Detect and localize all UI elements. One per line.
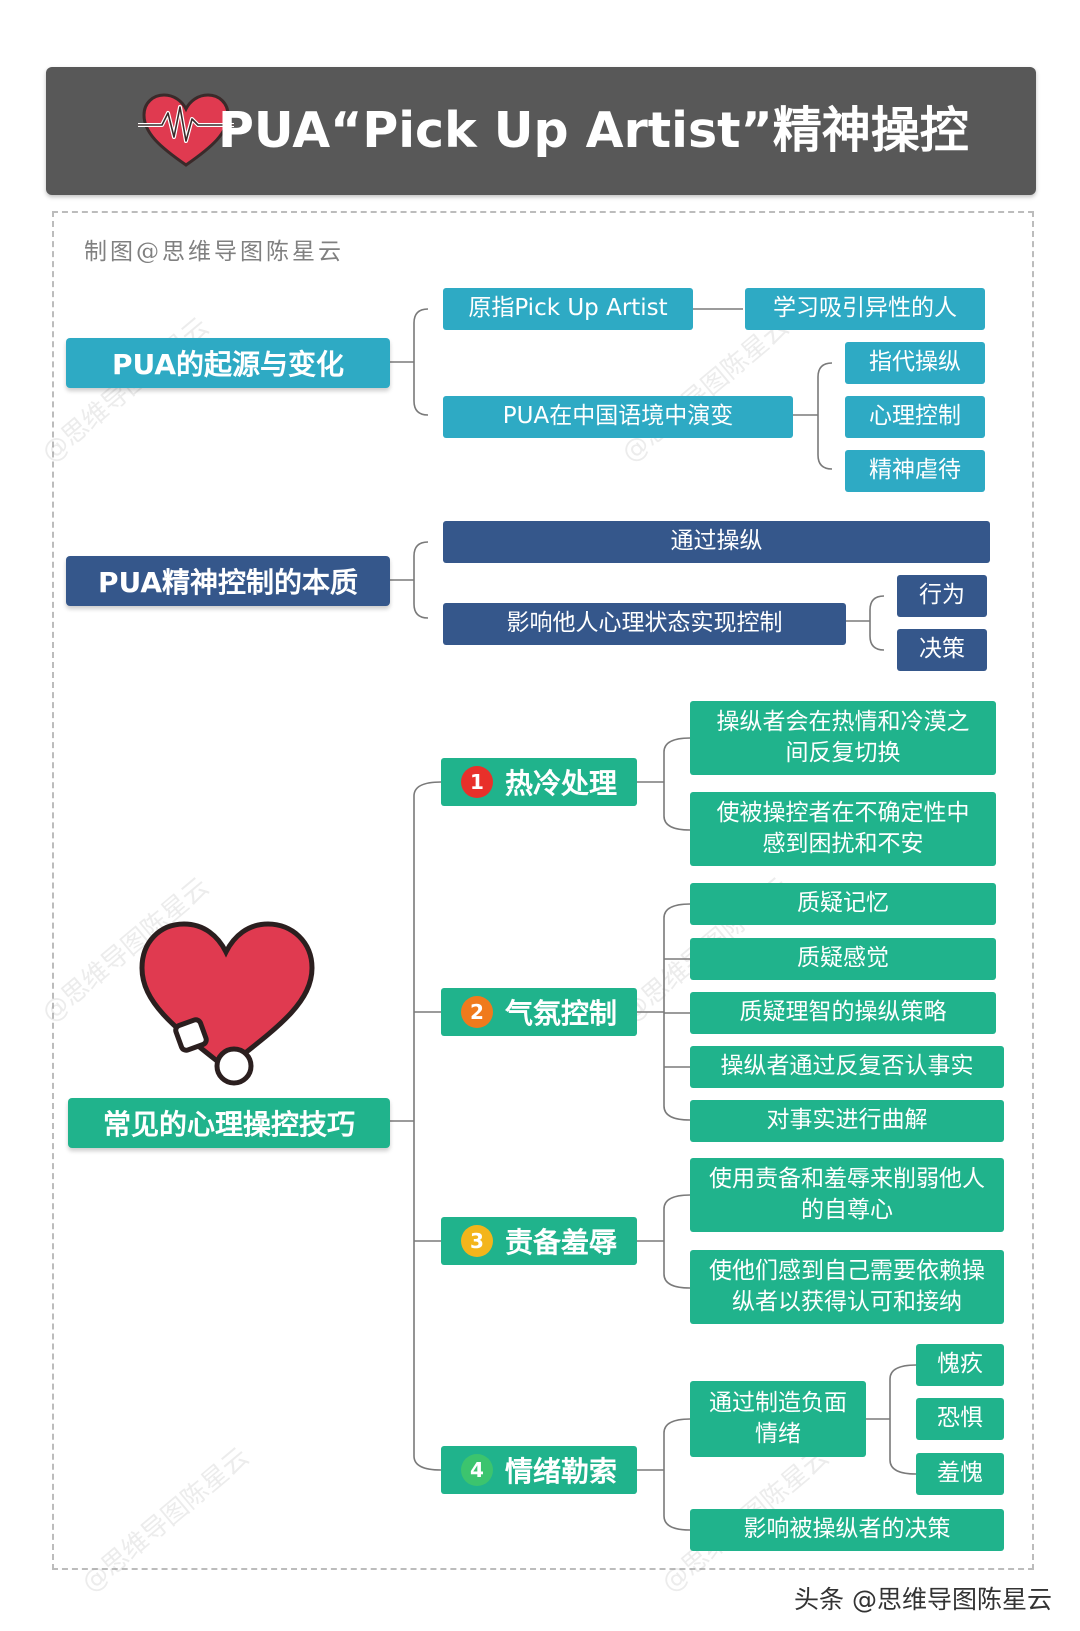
blackmail-leaf-shame: 羞愧 (916, 1453, 1004, 1495)
essence-leaf-behavior: 行为 (897, 575, 987, 617)
number-badge-4: 4 (460, 1454, 493, 1486)
number-badge-2: 2 (460, 996, 493, 1028)
origin-leaf-psych-control: 心理控制 (845, 396, 985, 438)
essence-leaf-decision: 决策 (897, 629, 987, 671)
gaslighting-leaf-distortion: 对事实进行曲解 (690, 1100, 1004, 1142)
technique-label: 气氛控制 (504, 997, 617, 1030)
origin-leaf-mental-abuse: 精神虐待 (845, 450, 985, 492)
essence-influence-psych-state: 影响他人心理状态实现控制 (443, 603, 846, 645)
hot-cold-leaf-switch: 操纵者会在热情和冷漠之间反复切换 (690, 701, 996, 775)
technique-label: 热冷处理 (504, 767, 617, 800)
blame-leaf-dependence: 使他们感到自己需要依赖操纵者以获得认可和接纳 (690, 1250, 1004, 1324)
branch-origin-root: PUA的起源与变化 (66, 338, 390, 388)
gaslighting-leaf-memory: 质疑记忆 (690, 883, 996, 925)
branch-techniques-root: 常见的心理操控技巧 (68, 1098, 390, 1148)
technique-label: 情绪勒索 (504, 1455, 617, 1488)
gaslighting-leaf-feeling: 质疑感觉 (690, 938, 996, 980)
content-frame (52, 211, 1034, 1570)
origin-china-evolution: PUA在中国语境中演变 (443, 396, 793, 438)
essence-through-manipulation: 通过操纵 (443, 521, 990, 563)
blackmail-negative-emotions: 通过制造负面情绪 (690, 1381, 866, 1457)
hot-cold-leaf-uncertainty: 使被操控者在不确定性中感到困扰和不安 (690, 792, 996, 866)
technique-emotional-blackmail: 4 情绪勒索 (441, 1446, 637, 1494)
gaslighting-leaf-sanity: 质疑理智的操纵策略 (690, 992, 996, 1034)
credit-text: 制图@思维导图陈星云 (84, 239, 344, 265)
blackmail-leaf-guilt: 愧疚 (916, 1344, 1004, 1386)
blackmail-leaf-fear: 恐惧 (916, 1398, 1004, 1440)
heart-icon (139, 921, 315, 1086)
technique-blame-shame: 3 责备羞辱 (441, 1217, 637, 1265)
technique-label: 责备羞辱 (504, 1226, 617, 1259)
title-banner: PUA“Pick Up Artist”精神操控 (46, 67, 1036, 195)
footer-watermark: 头条 @思维导图陈星云 (794, 1585, 1052, 1614)
origin-leaf-manipulation: 指代操纵 (845, 342, 985, 384)
number-badge-3: 3 (460, 1225, 493, 1257)
branch-essence-root: PUA精神控制的本质 (66, 556, 390, 606)
gaslighting-leaf-denial: 操纵者通过反复否认事实 (690, 1046, 1004, 1088)
page-title: PUA“Pick Up Artist”精神操控 (218, 102, 969, 159)
origin-attract-opposite-sex: 学习吸引异性的人 (745, 288, 985, 330)
technique-gaslighting: 2 气氛控制 (441, 988, 637, 1036)
origin-original-meaning: 原指Pick Up Artist (443, 288, 693, 330)
technique-hot-cold: 1 热冷处理 (441, 758, 637, 806)
number-badge-1: 1 (460, 766, 493, 798)
blackmail-leaf-influence-decision: 影响被操纵者的决策 (690, 1509, 1004, 1551)
heartbeat-heart-icon (138, 93, 234, 167)
blame-leaf-self-esteem: 使用责备和羞辱来削弱他人的自尊心 (690, 1158, 1004, 1232)
